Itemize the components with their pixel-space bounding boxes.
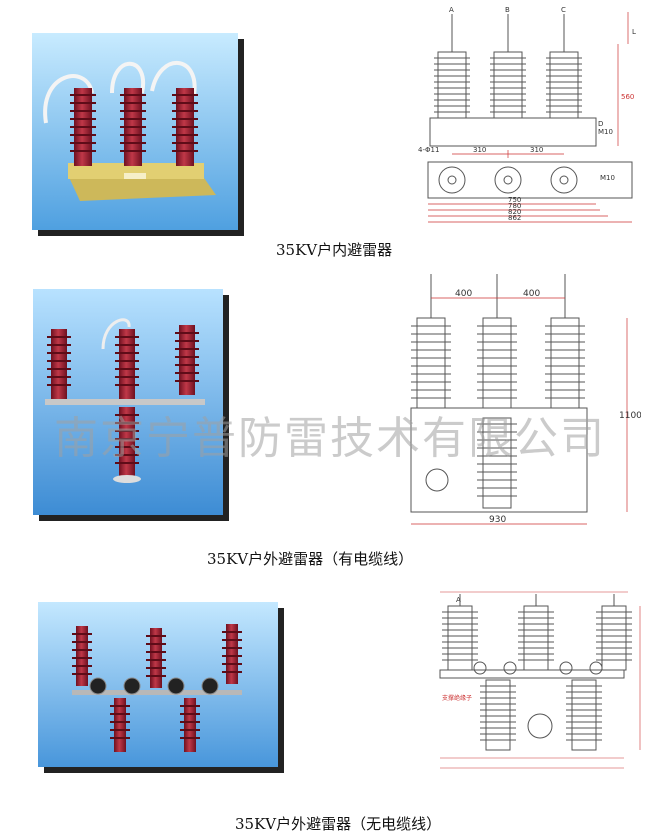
dim-862: 862	[508, 214, 521, 222]
watermark: 南京宁普防雷技术有限公司	[54, 413, 606, 464]
dim-l: L	[632, 28, 636, 36]
phase-label-a-outdoor: A	[456, 596, 461, 604]
dim-780: 780	[508, 202, 521, 210]
dim-400-right: 400	[523, 289, 540, 299]
phase-label-a: A	[449, 6, 454, 14]
dim-310-right: 310	[530, 146, 543, 154]
dim-750: 750	[508, 196, 521, 204]
drawing-outdoor-arrester-no-cable: A 支撑绝缘子	[432, 586, 654, 782]
dim-400-left: 400	[455, 289, 472, 299]
support-insulator-label: 支撑绝缘子	[442, 694, 472, 702]
dim-hole: 4-Φ11	[418, 146, 439, 154]
caption-outdoor-no-cable: 35KV户外避雷器（无电缆线）	[235, 815, 442, 833]
dim-d: D	[598, 120, 603, 128]
dim-560: 560	[621, 93, 634, 101]
drawing-indoor-arrester: A B C 310 310 750 780 820 862 560 M10 D …	[418, 4, 654, 230]
photo-outdoor-arrester-cable	[33, 289, 223, 515]
dim-1100: 1100	[619, 411, 641, 421]
dim-930: 930	[489, 515, 506, 525]
photo-outdoor-arrester-no-cable	[38, 602, 278, 767]
photo-indoor-arrester	[32, 33, 238, 230]
dim-m10-top: M10	[598, 128, 613, 136]
caption-outdoor-cable: 35KV户外避雷器（有电缆线）	[207, 550, 414, 568]
drawing-outdoor-arrester-cable: 400 400 1100 930	[405, 268, 641, 530]
caption-indoor: 35KV户内避雷器	[276, 241, 393, 259]
dim-820: 820	[508, 208, 521, 216]
phase-label-c: C	[561, 6, 566, 14]
phase-label-b: B	[505, 6, 510, 14]
dim-310-left: 310	[473, 146, 486, 154]
dim-m10-bottom: M10	[600, 174, 615, 182]
